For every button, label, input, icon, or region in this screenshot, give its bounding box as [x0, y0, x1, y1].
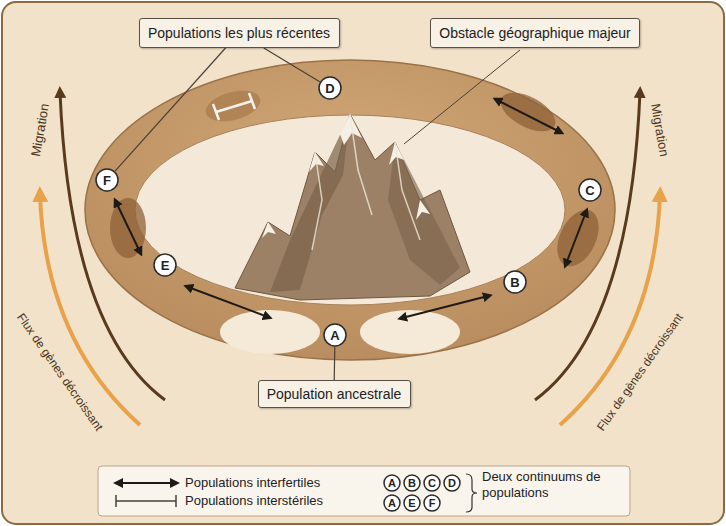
population-ring — [85, 60, 615, 360]
pale-zone — [220, 310, 320, 354]
inner-area — [135, 115, 565, 305]
migration-arrow — [535, 92, 640, 400]
callout-letter: D — [448, 477, 456, 489]
callout-letter: C — [428, 477, 436, 489]
callout-letter: A — [388, 497, 396, 509]
population-circle: B — [503, 270, 527, 294]
legend-entry: Deux continuums de populations — [482, 469, 614, 501]
callout-box: Obstacle géographique majeur — [430, 18, 640, 48]
leader-line — [334, 347, 336, 380]
legend-brace — [466, 474, 477, 512]
callout-letter: E — [161, 258, 170, 273]
callout-letter: C — [585, 183, 594, 198]
population-circle: E — [153, 253, 177, 277]
circle-shape — [154, 254, 176, 276]
callout-box: Population ancestrale — [258, 380, 411, 408]
migration-arrow — [60, 92, 165, 400]
overlap-zone — [549, 203, 607, 273]
population-circle: A — [383, 494, 401, 512]
mountains — [235, 114, 470, 300]
circle-shape — [424, 475, 440, 491]
population-circle: E — [403, 494, 421, 512]
overlap-zone — [494, 85, 561, 140]
box-label: Obstacle géographique majeur — [439, 25, 630, 41]
population-circle: D — [443, 474, 461, 492]
circle-shape — [404, 495, 420, 511]
callout-box: Populations les plus récentes — [139, 18, 340, 48]
arrow-label: Migration — [28, 102, 52, 157]
circle-shape — [319, 77, 341, 99]
callout-letter: B — [408, 477, 416, 489]
population-circle: D — [318, 76, 342, 100]
leader-line — [404, 50, 520, 144]
box-label: Population ancestrale — [267, 386, 402, 402]
circle-shape — [96, 169, 118, 191]
callout-letter: A — [330, 328, 339, 343]
circle-shape — [579, 179, 601, 201]
population-circle: A — [323, 323, 347, 347]
population-circle: B — [403, 474, 421, 492]
population-circle: F — [423, 494, 441, 512]
callout-letter: D — [325, 81, 334, 96]
gene-flow-arrow — [40, 194, 140, 425]
population-circle: A — [383, 474, 401, 492]
box-label: Populations les plus récentes — [148, 25, 330, 41]
population-circle: C — [423, 474, 441, 492]
legend-entry: Populations interstériles — [185, 493, 385, 509]
circle-shape — [384, 475, 400, 491]
callout-letter: E — [408, 497, 415, 509]
arrow-label: Flux de gènes décroissant — [14, 311, 106, 434]
overlap-zone — [202, 85, 263, 127]
circle-shape — [444, 475, 460, 491]
legend-frame — [98, 466, 630, 516]
circle-shape — [384, 495, 400, 511]
population-circle: C — [578, 178, 602, 202]
legend-text: Deux continuums de populations — [482, 469, 601, 500]
circle-shape — [504, 271, 526, 293]
legend-bracket-sample — [116, 495, 176, 507]
circle-shape — [424, 495, 440, 511]
interfertile-arrows — [116, 100, 586, 318]
arrow-label: Migration — [648, 102, 672, 157]
arrow-label: Flux de gènes décroissant — [594, 311, 686, 434]
callout-letter: F — [103, 173, 111, 188]
gene-flow-arrow — [560, 194, 660, 425]
circle-shape — [404, 475, 420, 491]
intersterile-bracket — [213, 93, 255, 120]
callout-letter: B — [510, 275, 519, 290]
legend-entry: Populations interfertiles — [185, 475, 385, 491]
overlap-zone — [110, 198, 146, 258]
leader-line — [264, 48, 320, 82]
legend-text: Populations interfertiles — [185, 475, 320, 490]
circle-shape — [324, 324, 346, 346]
legend-text: Populations interstériles — [185, 493, 323, 508]
callout-letter: A — [388, 477, 396, 489]
population-circle: F — [95, 168, 119, 192]
callout-letter: F — [429, 497, 436, 509]
legend-arrow-sample — [118, 482, 175, 484]
leader-line — [115, 48, 226, 171]
